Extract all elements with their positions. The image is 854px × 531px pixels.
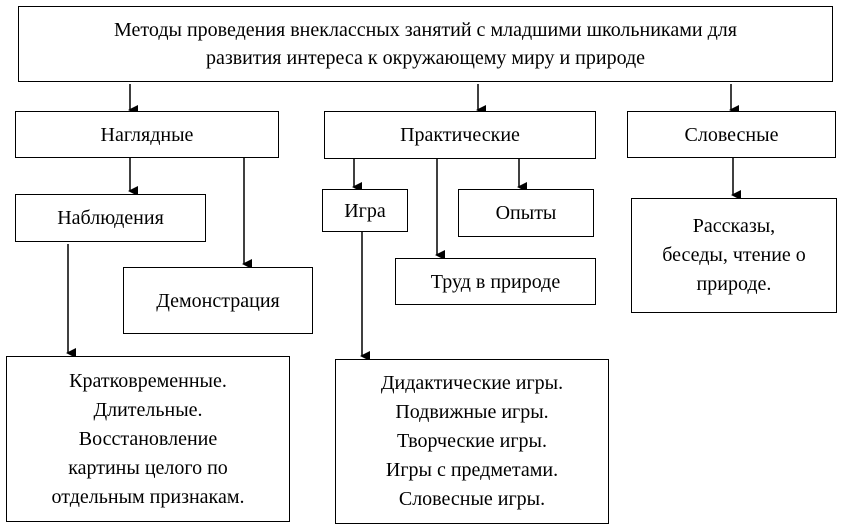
- observation-type-line: Кратковременные.: [69, 369, 227, 392]
- nature-work-label: Труд в природе: [430, 270, 561, 293]
- diagram-title-line: Методы проведения внеклассных занятий с …: [114, 19, 737, 41]
- observation-types-box: Кратковременные. Длительные. Восстановле…: [6, 356, 290, 522]
- game-type-line: Дидактические игры.: [380, 372, 564, 394]
- observations-label: Наблюдения: [57, 207, 164, 229]
- category-practical-label: Практические: [400, 124, 520, 146]
- verbal-detail-line: беседы, чтение о: [662, 244, 806, 266]
- observation-type-line: картины целого по: [68, 456, 228, 479]
- category-practical-box: Практические: [324, 111, 596, 159]
- demonstration-box: Демонстрация: [123, 267, 313, 334]
- experiments-label: Опыты: [495, 202, 557, 224]
- observation-type-line: Длительные.: [93, 398, 203, 421]
- game-label: Игра: [344, 199, 386, 222]
- category-visual-box: Наглядные: [15, 111, 279, 158]
- diagram-title-box: Методы проведения внеклассных занятий с …: [18, 6, 833, 82]
- demonstration-label: Демонстрация: [156, 289, 280, 312]
- category-verbal-box: Словесные: [627, 111, 836, 158]
- nature-work-box: Труд в природе: [395, 258, 596, 305]
- game-types-box: Дидактические игры. Подвижные игры. Твор…: [335, 359, 609, 524]
- observation-type-line: отдельным признакам.: [51, 485, 245, 508]
- game-box: Игра: [322, 189, 408, 232]
- verbal-detail-box: Рассказы, беседы, чтение о природе.: [631, 198, 837, 313]
- observation-type-line: Восстановление: [78, 427, 218, 450]
- category-visual-label: Наглядные: [100, 123, 194, 146]
- verbal-detail-line: Рассказы,: [692, 215, 776, 237]
- game-type-line: Игры с предметами.: [385, 459, 559, 481]
- observations-box: Наблюдения: [15, 194, 206, 242]
- experiments-box: Опыты: [458, 189, 594, 237]
- verbal-detail-line: природе.: [696, 273, 772, 295]
- game-type-line: Подвижные игры.: [395, 401, 549, 423]
- game-type-line: Творческие игры.: [397, 430, 547, 452]
- diagram-title-line: развития интереса к окружающему миру и п…: [205, 47, 646, 69]
- category-verbal-label: Словесные: [684, 123, 779, 146]
- game-type-line: Словесные игры.: [398, 488, 546, 510]
